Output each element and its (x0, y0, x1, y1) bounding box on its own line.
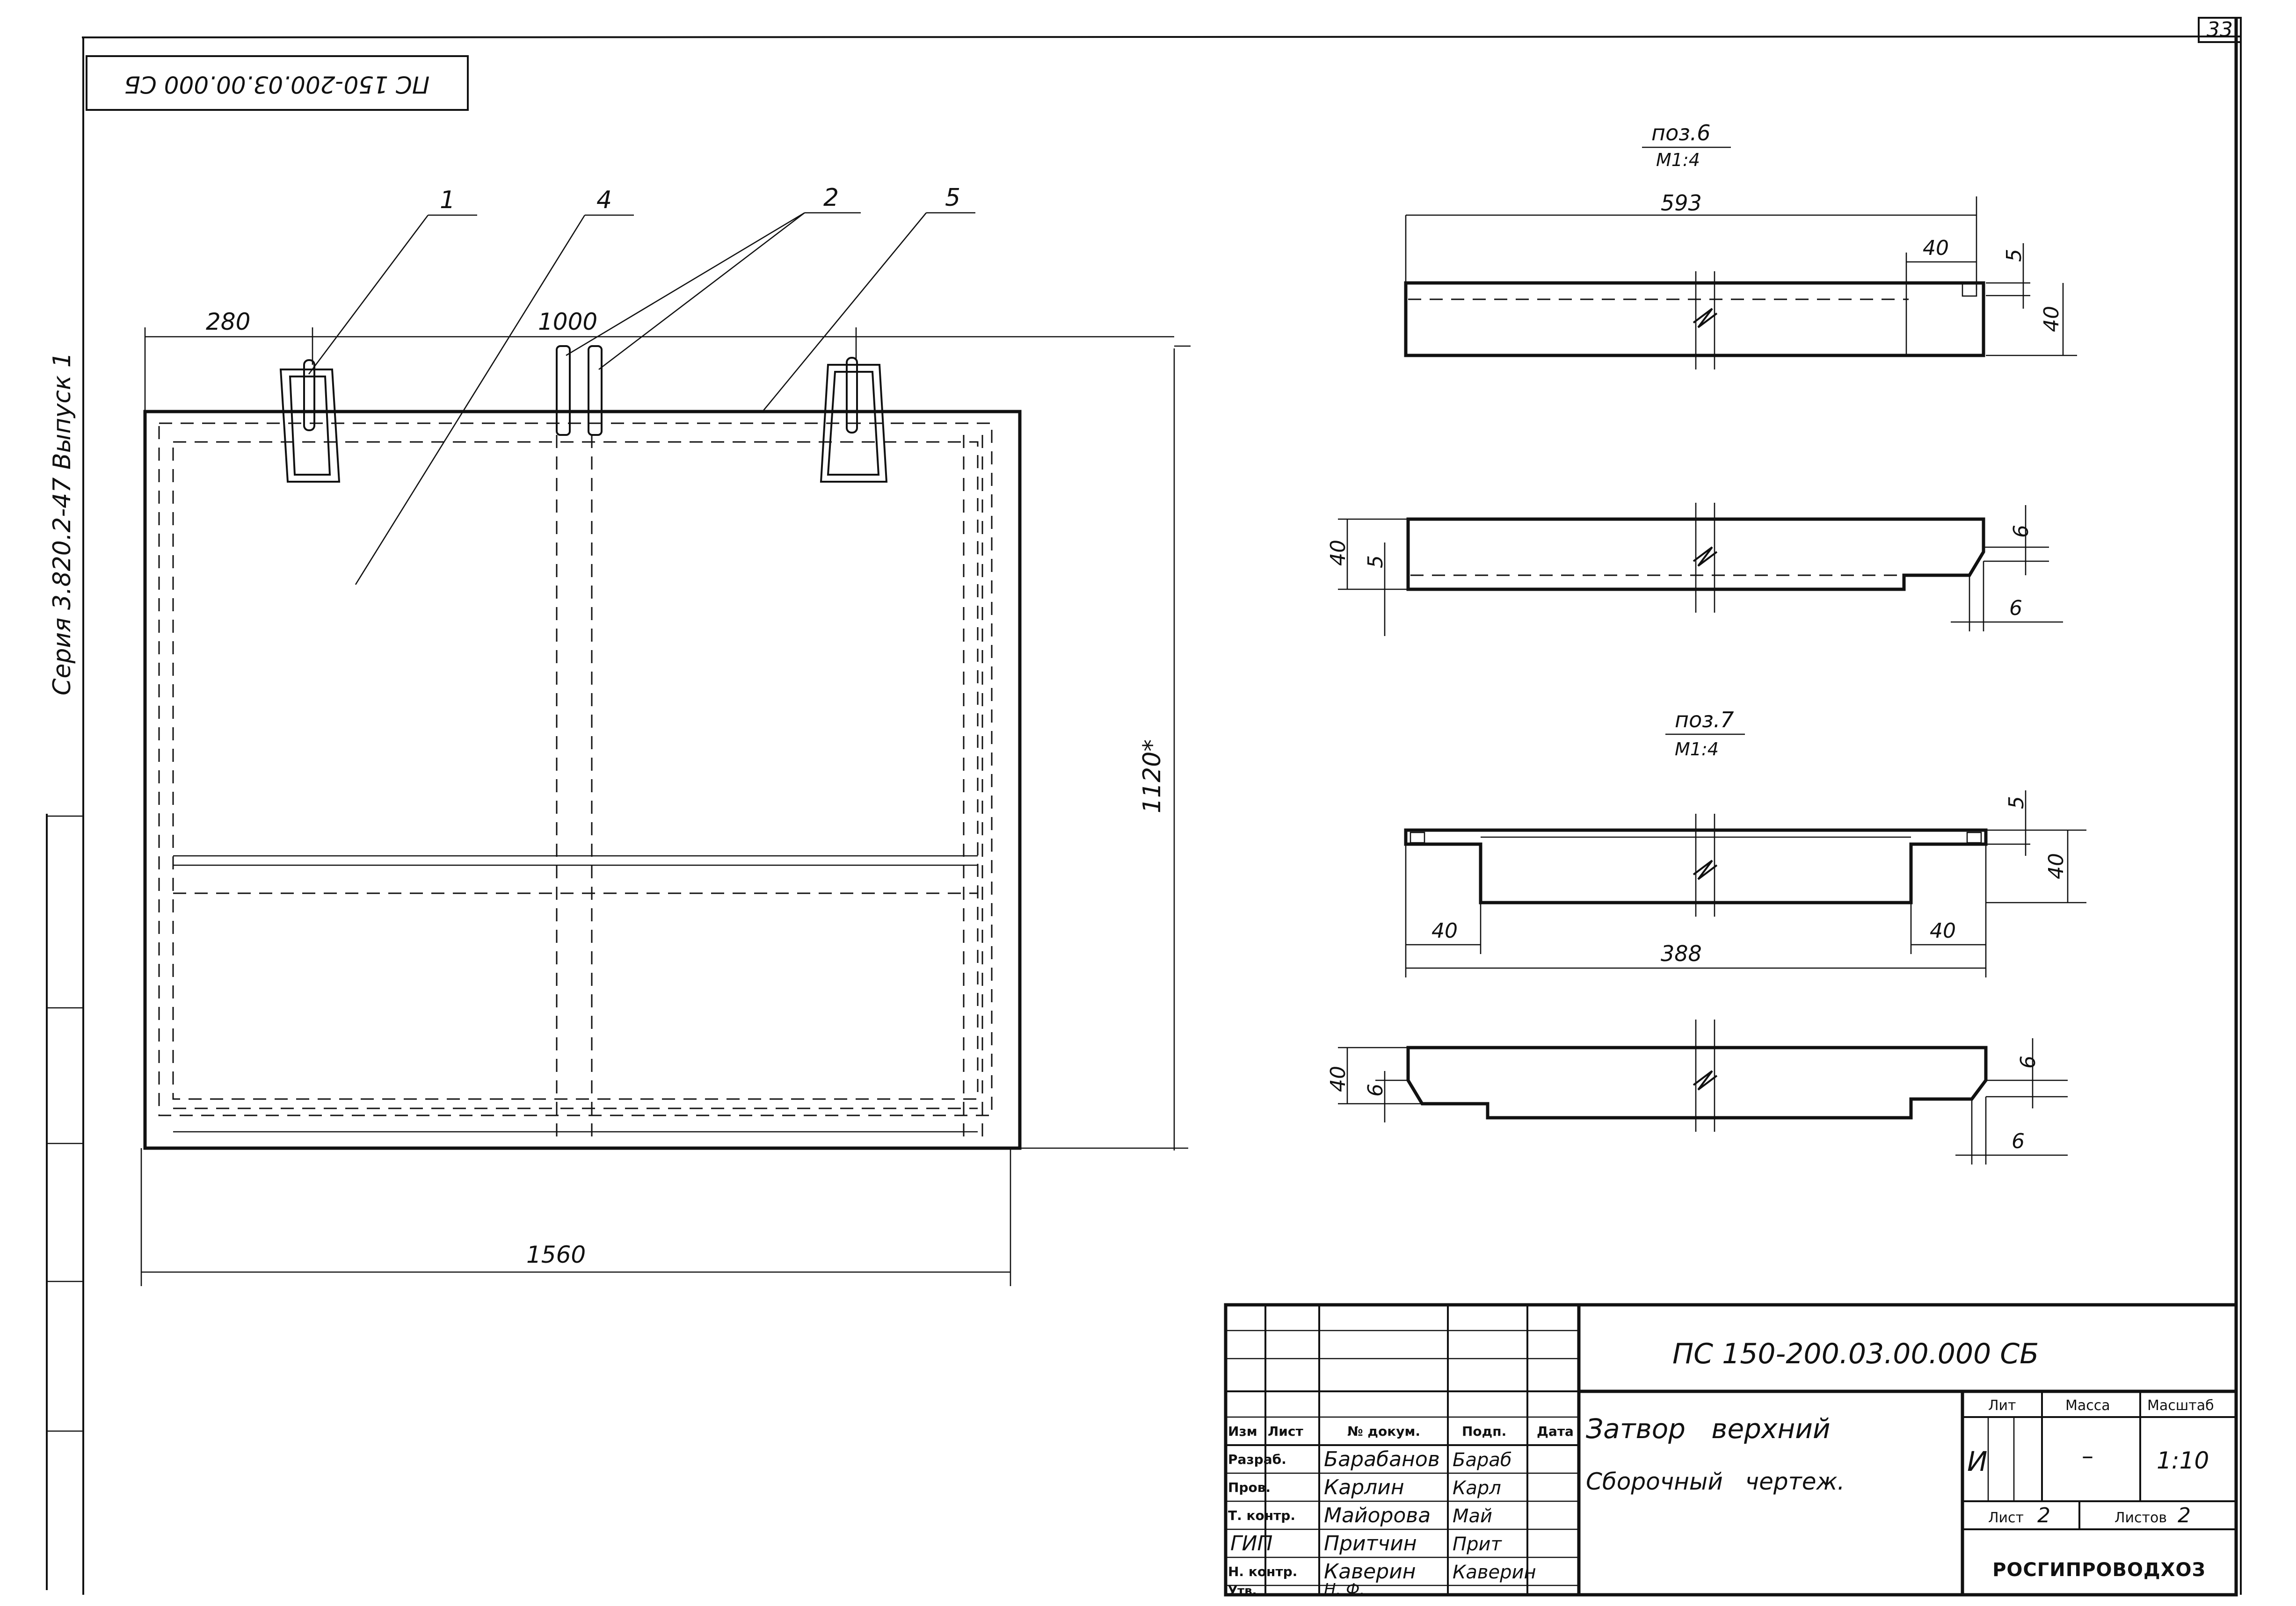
sign-tech-control: Май (1453, 1505, 1492, 1527)
center-stop-left (556, 345, 571, 436)
dim-left-offset: 280 (206, 308, 250, 335)
name-developed: Барабанов (1324, 1447, 1440, 1471)
header-date: Дата (1537, 1424, 1574, 1439)
poz7-chamfer-a: 6 (2016, 1056, 2040, 1069)
top-left-code: ПС 150-200.03.00.000 СБ (124, 71, 430, 98)
poz6-gap: 5 (2002, 249, 2026, 262)
poz7-side-offset: 6 (1364, 1084, 1388, 1097)
poz7-right-end: 40 (1930, 919, 1956, 943)
header-sign: Подп. (1462, 1424, 1506, 1439)
handle-right (820, 357, 888, 483)
document-code: ПС 150-200.03.00.000 СБ (1672, 1338, 2039, 1370)
poz6-side-thickness: 40 (1326, 540, 1350, 566)
role-approved: Утв. (1228, 1584, 1257, 1598)
header-doc-no: № докум. (1347, 1424, 1420, 1439)
sheets-value: 2 (2178, 1504, 2191, 1527)
poz7-chamfer-b: 6 (2012, 1129, 2025, 1153)
name-norm-control: Каверин (1324, 1560, 1416, 1584)
poz7-left-end: 40 (1431, 919, 1458, 943)
name-approved: Н. Ф. (1324, 1580, 1365, 1599)
role-chief-engineer: ГИП (1230, 1532, 1273, 1555)
title-block (1224, 1303, 2238, 1597)
series-label: Серия 3.820.2-47 Выпуск 1 (48, 352, 76, 695)
dim-width: 1560 (526, 1241, 586, 1268)
sign-chief-engineer: Прит (1453, 1534, 1502, 1555)
width-dimension (140, 1148, 1011, 1286)
poz7-length: 388 (1661, 941, 1702, 966)
mass-header: Масса (2065, 1397, 2110, 1414)
center-stop-right (588, 345, 603, 436)
poz6-chamfer-b: 6 (2009, 596, 2022, 620)
poz6-chamfer-a: 6 (2009, 525, 2033, 538)
name-checked: Карлин (1324, 1476, 1404, 1499)
poz6-length: 593 (1661, 190, 1702, 216)
callout-2: 2 (823, 184, 839, 212)
handle-left (279, 359, 341, 483)
sheet-frame (46, 19, 2242, 1595)
sign-norm-control: Каверин (1453, 1562, 1536, 1583)
poz6-thickness: 40 (2040, 306, 2063, 332)
poz6-end: 40 (1923, 236, 1949, 260)
sign-checked: Карл (1453, 1477, 1501, 1499)
poz7-label: поз.7 (1675, 707, 1734, 732)
poz7-scale: М1:4 (1675, 739, 1719, 760)
main-view: 1 4 2 5 280 1000 1120* 1560 (140, 184, 1191, 1286)
poz7-thickness: 40 (2044, 853, 2068, 879)
dim-spacing: 1000 (538, 308, 597, 335)
role-developed: Разраб. (1228, 1452, 1286, 1467)
sheet-label: Лист (1988, 1510, 2024, 1526)
sheet-number: 33 (2207, 18, 2233, 42)
callout-5: 5 (945, 184, 960, 212)
sheet-number-box: 33 (2198, 17, 2242, 43)
header-izm: Изм (1228, 1424, 1257, 1439)
mass-value: – (2082, 1442, 2093, 1469)
lit-header: Лит (1988, 1397, 2016, 1414)
name-chief-engineer: Притчин (1324, 1532, 1417, 1555)
height-dimension (1020, 348, 1188, 1150)
poz6-side-offset: 5 (1364, 555, 1388, 568)
callout-1: 1 (440, 186, 455, 214)
scale-header: Масштаб (2147, 1397, 2214, 1414)
organization: РОСГИПРОВОДХОЗ (1992, 1559, 2206, 1581)
callout-4: 4 (596, 186, 612, 214)
lit-value: И (1967, 1446, 1987, 1477)
top-left-code-box: ПС 150-200.03.00.000 СБ (86, 55, 469, 111)
role-tech-control: Т. контр. (1228, 1508, 1295, 1523)
sheet-value: 2 (2037, 1504, 2050, 1527)
top-dimension (144, 327, 1191, 412)
poz7-detail: поз.7 М1:4 40 40 388 5 40 (1326, 707, 2086, 1165)
drawing-name-line2: Сборочный чертеж. (1586, 1468, 1845, 1495)
callout-leaders (308, 212, 975, 585)
header-list: Лист (1268, 1424, 1303, 1439)
poz6-detail: поз.6 М1:4 593 40 5 40 4 (1326, 120, 2077, 636)
poz6-scale: М1:4 (1656, 150, 1700, 170)
name-tech-control: Майорова (1324, 1504, 1431, 1527)
dim-height: 1120* (1138, 739, 1166, 813)
role-norm-control: Н. контр. (1228, 1564, 1297, 1579)
role-checked: Пров. (1228, 1480, 1271, 1495)
sheets-label: Листов (2114, 1510, 2167, 1526)
drawing-name-line1: Затвор верхний (1586, 1413, 1831, 1445)
scale-value: 1:10 (2157, 1447, 2209, 1474)
poz6-label: поз.6 (1651, 120, 1711, 145)
poz7-side-thickness: 40 (1326, 1066, 1350, 1092)
sign-developed: Бараб (1453, 1449, 1512, 1471)
poz7-gap: 5 (2005, 796, 2028, 809)
